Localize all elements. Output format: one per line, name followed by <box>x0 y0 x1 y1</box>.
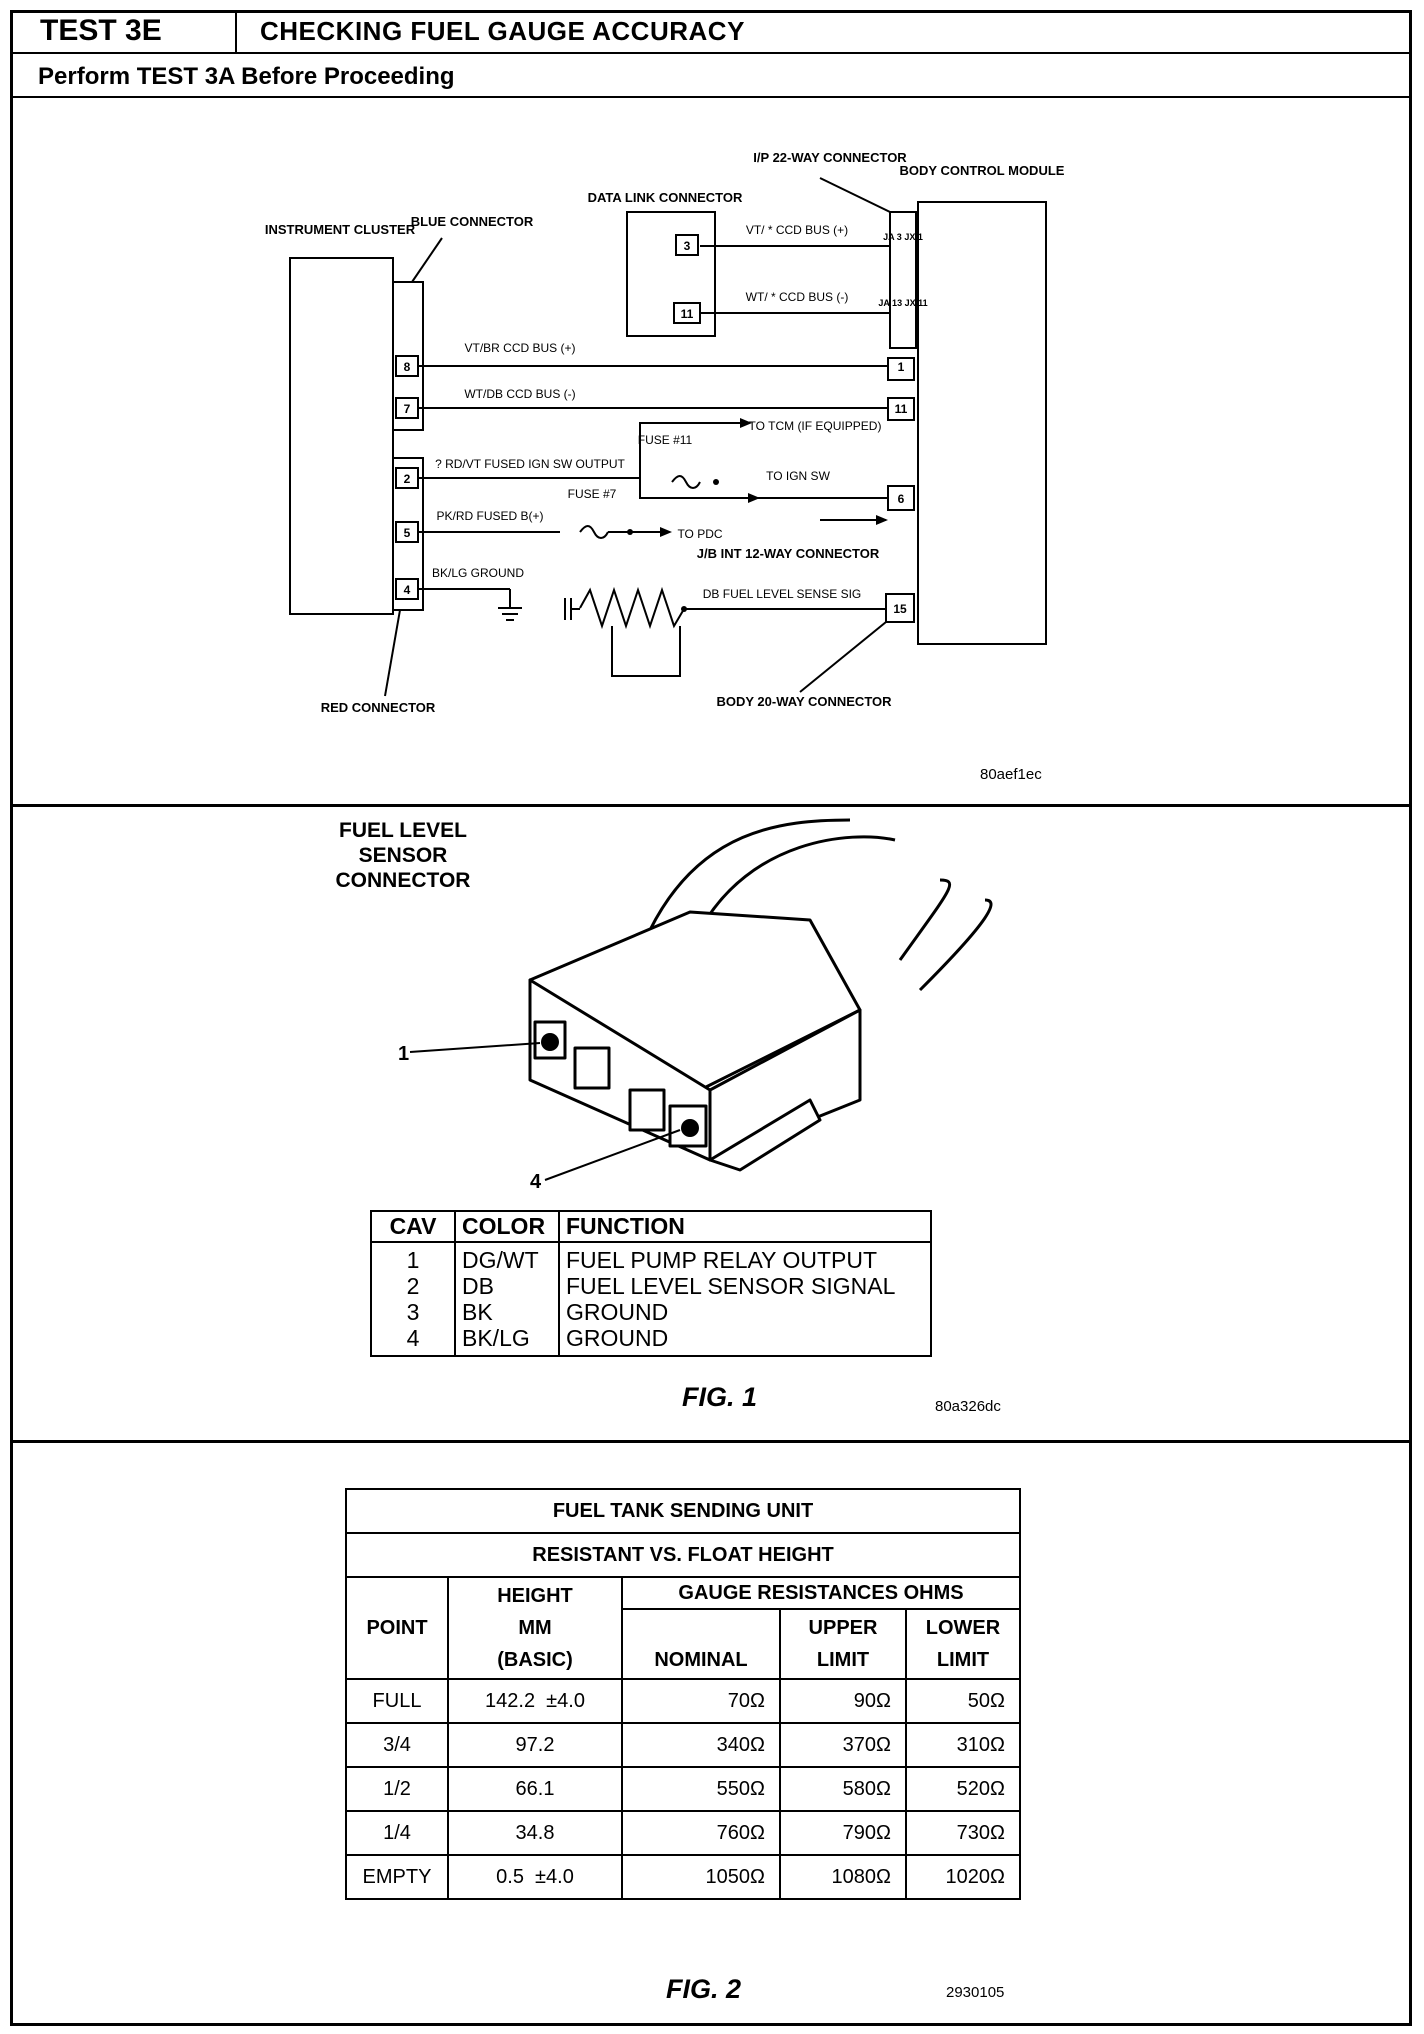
fuel-level-sensor-connector-label: FUEL LEVEL SENSOR CONNECTOR <box>335 819 471 892</box>
connector-illustration: 1 4 <box>398 818 993 1193</box>
pin-label: 5 <box>404 526 411 540</box>
col-gauge: GAUGE RESISTANCES OHMS <box>621 1576 1021 1610</box>
pin-label: 6 <box>898 492 905 506</box>
pin-label: 4 <box>404 583 411 597</box>
table-title: FUEL TANK SENDING UNIT <box>345 1488 1021 1534</box>
fuse7-label: FUSE #7 <box>568 487 617 501</box>
cavity-table: CAV COLOR FUNCTION 1 DG/WT FUEL PUMP REL… <box>370 1210 932 1357</box>
to-tcm-label: TO TCM (IF EQUIPPED) <box>749 419 882 433</box>
wiring-diagram: INSTRUMENT CLUSTER BLUE CONNECTOR RED CO… <box>265 150 1065 715</box>
ccd-plus-label: VT/BR CCD BUS (+) <box>464 341 575 355</box>
ccd-plus-top-label: VT/ * CCD BUS (+) <box>746 223 848 237</box>
fuel-sense-label: DB FUEL LEVEL SENSE SIG <box>703 587 862 601</box>
test-id: TEST 3E <box>10 10 237 52</box>
pin-label: 8 <box>404 360 411 374</box>
table-subtitle: RESISTANT VS. FLOAT HEIGHT <box>345 1532 1021 1578</box>
diagram-code: 80aef1ec <box>980 766 1042 783</box>
body-20way-label: BODY 20-WAY CONNECTOR <box>716 694 892 709</box>
ign-wire-label: ? RD/VT FUSED IGN SW OUTPUT <box>435 457 625 471</box>
data-link-connector-label: DATA LINK CONNECTOR <box>588 190 743 205</box>
pin-label: 3 <box>684 239 691 253</box>
fig1-code: 80a326dc <box>935 1398 1001 1415</box>
page-frame <box>10 10 1412 2026</box>
pin-label: 11 <box>681 307 694 321</box>
table-row: 2 DB FUEL LEVEL SENSOR SIGNAL <box>370 1273 932 1299</box>
fuse11-label: FUSE #11 <box>638 433 693 447</box>
pin-label: 11 <box>895 402 908 416</box>
ground-wire-label: BK/LG GROUND <box>432 566 524 580</box>
section-divider <box>10 804 1412 807</box>
col-color: COLOR <box>454 1210 560 1243</box>
pin-label: 1 <box>898 360 905 374</box>
fuel-sending-unit-table: FUEL TANK SENDING UNIT RESISTANT VS. FLO… <box>345 1488 1021 1900</box>
jb-int-label: J/B INT 12-WAY CONNECTOR <box>697 546 880 561</box>
subtitle-bar: Perform TEST 3A Before Proceeding <box>10 54 1412 98</box>
col-function: FUNCTION <box>558 1210 932 1243</box>
pin-label: 15 <box>893 602 907 616</box>
to-ign-sw-label: TO IGN SW <box>766 469 830 483</box>
header-bar: TEST 3E CHECKING FUEL GAUGE ACCURACY <box>10 10 1412 54</box>
page-title: CHECKING FUEL GAUGE ACCURACY <box>260 16 745 46</box>
table-row: EMPTY 0.5 ±4.0 1050Ω 1080Ω 1020Ω <box>345 1854 1021 1900</box>
ccd-minus-top-label: WT/ * CCD BUS (-) <box>746 290 849 304</box>
ccd-minus-label: WT/DB CCD BUS (-) <box>464 387 575 401</box>
fig2-code: 2930105 <box>946 1984 1005 2001</box>
table-row: FULL 142.2 ±4.0 70Ω 90Ω 50Ω <box>345 1678 1021 1724</box>
fig1-caption: FIG. 1 <box>682 1382 758 1412</box>
to-pdc-label: TO PDC <box>677 527 722 541</box>
callout-4: 4 <box>530 1171 542 1193</box>
page-subtitle: Perform TEST 3A Before Proceeding <box>38 63 455 90</box>
red-connector-label: RED CONNECTOR <box>321 700 436 715</box>
col-nominal: NOMINAL <box>621 1608 781 1680</box>
pin-label: 2 <box>404 472 411 486</box>
table-row: 3/4 97.2 340Ω 370Ω 310Ω <box>345 1722 1021 1768</box>
fig2-caption: FIG. 2 <box>666 1974 742 2004</box>
bcm-pin-label: JA 13 JX 11 <box>878 298 927 308</box>
table-row: 4 BK/LG GROUND <box>370 1325 932 1356</box>
pin-label: 7 <box>404 402 411 416</box>
table-row: 1 DG/WT FUEL PUMP RELAY OUTPUT <box>370 1242 932 1273</box>
table-row: 3 BK GROUND <box>370 1299 932 1325</box>
section-divider <box>10 1440 1412 1443</box>
bcm-label: BODY CONTROL MODULE <box>900 163 1065 178</box>
table-row: 1/2 66.1 550Ω 580Ω 520Ω <box>345 1766 1021 1812</box>
callout-1: 1 <box>398 1043 409 1065</box>
fused-b-label: PK/RD FUSED B(+) <box>436 509 543 523</box>
ip-connector-label: I/P 22-WAY CONNECTOR <box>753 150 907 165</box>
blue-connector-label: BLUE CONNECTOR <box>411 214 534 229</box>
instrument-cluster-label: INSTRUMENT CLUSTER <box>265 222 416 237</box>
bcm-pin-label: JA 3 JX 1 <box>883 232 923 242</box>
col-point: POINT <box>345 1576 449 1680</box>
table-row: 1/4 34.8 760Ω 790Ω 730Ω <box>345 1810 1021 1856</box>
col-cav: CAV <box>370 1210 456 1243</box>
